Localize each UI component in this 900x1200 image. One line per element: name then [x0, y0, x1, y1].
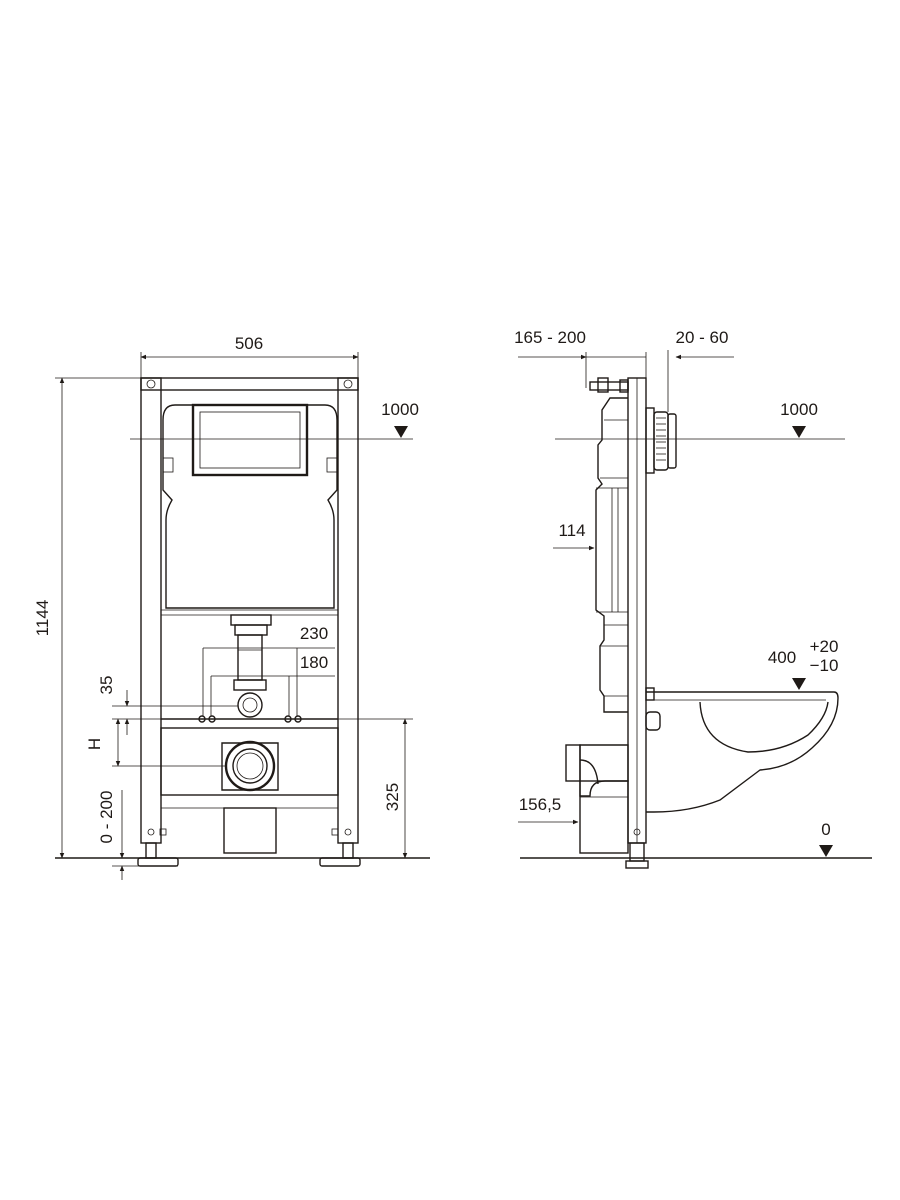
side-level-1000 [555, 426, 845, 440]
bowl-height-mark [792, 678, 806, 690]
bowl-height-label: 400 [768, 648, 796, 667]
dim-180-label: 180 [300, 653, 328, 672]
side-view: 165 - 200 20 - 60 1000 114 400 +20 −10 [514, 328, 872, 869]
flush-plate-opening [191, 403, 309, 477]
side-drain-elbow [565, 744, 629, 854]
front-level-1000-label: 1000 [381, 400, 419, 419]
dim-230-180 [202, 647, 335, 716]
front-drain [160, 727, 339, 854]
dim-230-label: 230 [300, 624, 328, 643]
dim-325-label: 325 [383, 783, 402, 811]
dim-325 [300, 718, 413, 859]
dim-h-label: H [85, 738, 104, 750]
front-view: 506 1144 1000 230 180 [33, 334, 430, 880]
bowl-tol-plus-label: +20 [810, 637, 839, 656]
dim-156-label: 156,5 [519, 795, 562, 814]
front-level-1000 [130, 426, 413, 440]
side-frame [625, 377, 661, 869]
dim-width [140, 352, 359, 378]
dim-35-h [112, 690, 238, 767]
dim-leg-label: 0 - 200 [97, 791, 116, 844]
side-toilet-bowl [645, 691, 839, 813]
side-cistern [595, 397, 628, 713]
dim-total-height [55, 377, 141, 859]
dim-depth-range [518, 350, 734, 412]
dim-total-height-label: 1144 [33, 600, 52, 637]
front-frame [140, 377, 359, 844]
dim-35-label: 35 [97, 676, 116, 695]
side-level-1000-label: 1000 [780, 400, 818, 419]
side-floor-mark-label: 0 [821, 820, 830, 839]
dim-plate-range-label: 20 - 60 [676, 328, 729, 347]
front-cistern [162, 403, 338, 609]
dim-width-label: 506 [235, 334, 263, 353]
front-feet [137, 842, 361, 867]
bowl-tol-minus-label: −10 [810, 656, 839, 675]
side-flush-plate [645, 407, 677, 474]
front-flush-pipe [230, 614, 272, 718]
dim-depth-range-label: 165 - 200 [514, 328, 586, 347]
side-floor-mark [819, 845, 833, 857]
side-top-bracket [585, 352, 647, 393]
dim-114-label: 114 [558, 521, 585, 540]
dim-leg [112, 790, 178, 880]
